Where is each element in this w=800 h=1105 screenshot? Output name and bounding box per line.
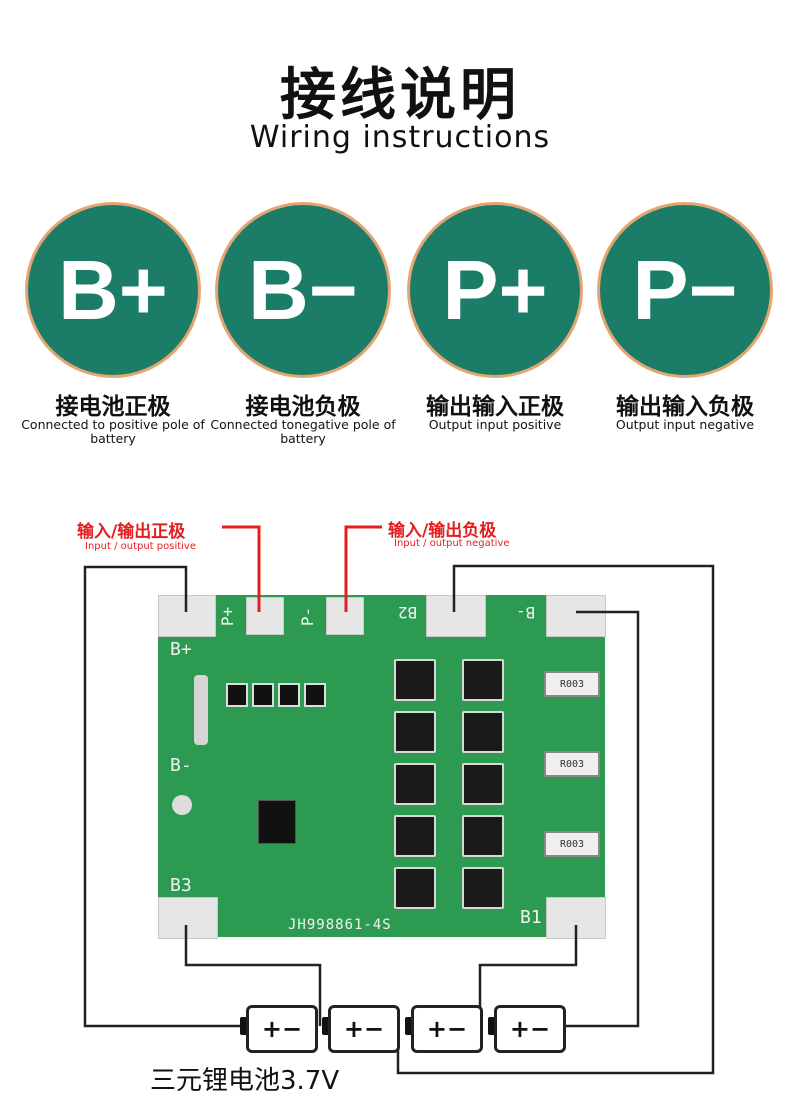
terminal-bminus-badge: B− [218,205,388,375]
wire-b3 [184,925,322,1026]
battery-terminal-cap [488,1017,496,1035]
silk-model: JH998861-4S [288,917,392,933]
silk-bplus: B+ [170,639,192,660]
mosfet [394,659,436,701]
terminal-pminus-label: 输出输入负极 [616,394,754,420]
balance-connector [194,675,208,745]
mosfet [462,763,504,805]
battery-cell-4: +− [494,1005,566,1053]
mosfet [394,815,436,857]
chip [226,683,248,707]
silk-bminus-left: B- [170,755,192,776]
page-title-en: Wiring instructions [249,120,551,155]
battery-type-label: 三元锂电池3.7V [150,1066,340,1096]
mosfet [394,711,436,753]
battery-cell-2: +− [328,1005,400,1053]
mosfet [462,711,504,753]
terminal-bminus-label: 接电池负极 [245,394,361,420]
terminal-bminus-desc: Connected tonegative pole of battery [210,417,396,446]
terminal-bplus-desc: Connected to positive pole of battery [21,417,205,446]
chip [304,683,326,707]
bms-pcb-board: B+ B- P+ P- B2 B- B3 B1 JH998861-4S R003… [158,595,606,939]
terminal-pplus-badge: P+ [410,205,580,375]
annotation-positive-cn: 输入/输出正极 [77,522,186,542]
sense-resistor: R003 [544,831,600,857]
terminal-pplus-label: 输出输入正极 [426,394,564,420]
wire-b1 [478,925,578,1026]
wire-b2 [396,564,715,1075]
pad-bminus [546,595,606,637]
protection-ic [258,800,296,844]
sense-resistor: R003 [544,671,600,697]
annotation-negative-cn: 输入/输出负极 [388,521,497,541]
mosfet [394,867,436,909]
mosfet [462,659,504,701]
silk-b3: B3 [170,875,192,896]
terminal-pplus-desc: Output input positive [428,417,562,432]
terminal-pminus-badge: P− [600,205,770,375]
leader-positive [222,525,261,612]
battery-cell-1: +− [246,1005,318,1053]
chip [278,683,300,707]
wire-bplus [83,565,244,1028]
battery-terminal-cap [322,1017,330,1035]
pad-pplus [246,597,284,635]
sense-resistor: R003 [544,751,600,777]
terminal-bplus-badge: B+ [28,205,198,375]
terminal-pminus-desc: Output input negative [615,417,755,432]
test-point [172,795,192,815]
wire-bminus [556,610,640,1028]
page-title-cn: 接线说明 [280,63,520,128]
mosfet [462,867,504,909]
battery-cell-3: +− [411,1005,483,1053]
annotation-negative-en: Input / output negative [394,538,510,549]
silk-b1: B1 [520,907,542,928]
mosfet [462,815,504,857]
leader-negative [344,525,382,612]
terminal-bplus-label: 接电池正极 [55,394,171,420]
annotation-positive-en: Input / output positive [85,541,197,552]
pad-b3 [158,897,218,939]
battery-terminal-cap [240,1017,248,1035]
mosfet [394,763,436,805]
chip [252,683,274,707]
battery-terminal-cap [405,1017,413,1035]
pad-b2 [426,595,486,637]
